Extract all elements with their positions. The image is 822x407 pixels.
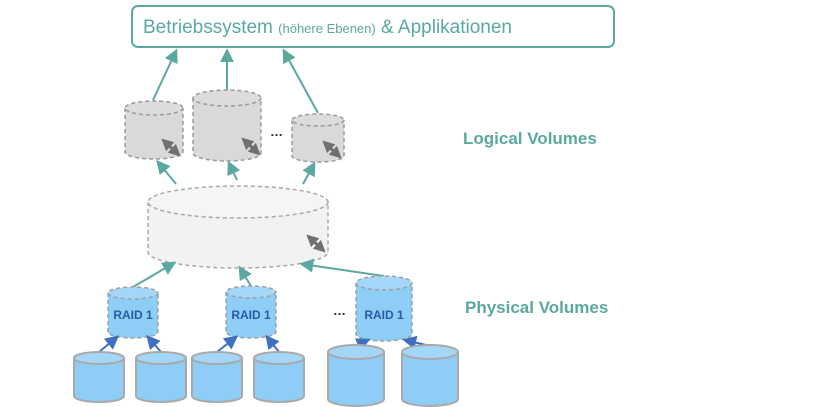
physical-disk [73, 351, 125, 403]
logical-volume [192, 89, 262, 162]
arrow-icon [132, 261, 177, 288]
physical-disk [135, 351, 187, 403]
lv-to-os-arrows [152, 48, 319, 114]
ellipsis-physical: … [333, 303, 346, 318]
os-title-sub: (höhere Ebenen) [278, 21, 376, 36]
arrow-icon [156, 159, 177, 185]
arrow-icon [282, 48, 319, 114]
ellipsis-logical: … [270, 124, 283, 139]
arrow-icon [152, 48, 178, 101]
disk-to-raid-arrows [98, 334, 431, 353]
physical-disk [191, 351, 243, 403]
physical-disk [253, 351, 305, 403]
volume-group-pool [147, 185, 329, 269]
raid-volume [107, 286, 159, 339]
logical-volume [124, 100, 184, 160]
os-applications-title: Betriebssystem (höhere Ebenen) & Applika… [143, 17, 512, 39]
arrow-icon [238, 265, 252, 287]
os-applications-box: Betriebssystem (höhere Ebenen) & Applika… [131, 5, 615, 48]
arrow-icon [265, 334, 280, 353]
physical-volumes-label: Physical Volumes [465, 298, 609, 317]
resize-arrow-icon [161, 138, 181, 157]
raid-label: RAID 1 [231, 308, 271, 322]
raid-label: RAID 1 [364, 308, 404, 322]
resize-arrow-icon [322, 140, 342, 159]
logical-volumes-label: Logical Volumes [463, 129, 597, 148]
raid-to-pool-arrows [132, 258, 385, 288]
arrow-icon [302, 161, 316, 185]
os-title-tail: & Applikationen [381, 17, 513, 38]
raid-volume [225, 285, 277, 339]
raid-label: RAID 1 [113, 308, 153, 322]
pool-to-lv-arrows [156, 159, 316, 185]
arrow-icon [98, 335, 120, 353]
resize-arrow-icon [306, 234, 326, 253]
physical-disk [327, 344, 385, 407]
logical-volume [291, 113, 345, 163]
arrow-icon [299, 258, 385, 277]
arrow-icon [216, 335, 239, 353]
os-title-main: Betriebssystem [143, 17, 273, 38]
physical-disk [401, 344, 459, 407]
resize-arrow-icon [241, 137, 261, 156]
arrow-icon [146, 334, 162, 353]
arrow-icon [227, 160, 241, 181]
